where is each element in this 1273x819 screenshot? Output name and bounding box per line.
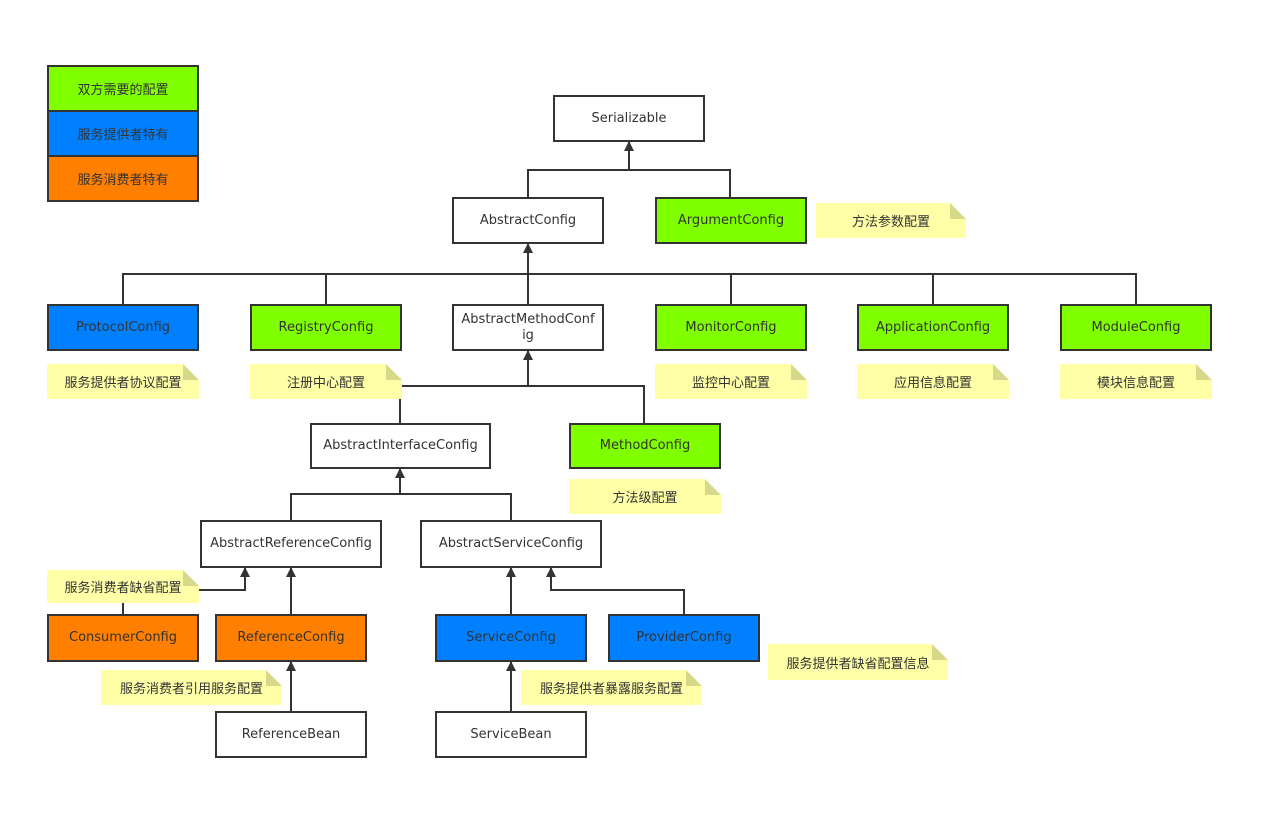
note-fold-icon bbox=[950, 203, 966, 219]
legend-both: 双方需要的配置 bbox=[47, 65, 199, 112]
class-protocol-config[interactable]: ProtocolConfig bbox=[47, 304, 199, 351]
note-fold-icon bbox=[183, 364, 199, 380]
class-abstract-reference-config[interactable]: AbstractReferenceConfig bbox=[200, 520, 382, 568]
note-provider-export: 服务提供者暴露服务配置 bbox=[521, 670, 702, 705]
legend-consumer-label: 服务消费者特有 bbox=[77, 173, 169, 188]
note-fold-icon bbox=[791, 364, 807, 380]
note-application-text: 应用信息配置 bbox=[893, 376, 972, 391]
class-argument-config[interactable]: ArgumentConfig bbox=[655, 197, 807, 244]
note-provider-default: 服务提供者缺省配置信息 bbox=[768, 644, 948, 680]
class-service-bean[interactable]: ServiceBean bbox=[435, 711, 587, 758]
note-module-text: 模块信息配置 bbox=[1096, 376, 1175, 391]
note-protocol: 服务提供者协议配置 bbox=[47, 364, 199, 399]
note-provider-default-text: 服务提供者缺省配置信息 bbox=[786, 656, 930, 672]
class-provider-config[interactable]: ProviderConfig bbox=[608, 614, 760, 662]
class-abstract-service-config[interactable]: AbstractServiceConfig bbox=[420, 520, 602, 568]
class-application-config[interactable]: ApplicationConfig bbox=[857, 304, 1009, 351]
note-fold-icon bbox=[993, 364, 1009, 380]
class-abstract-config[interactable]: AbstractConfig bbox=[452, 197, 604, 244]
note-fold-icon bbox=[932, 644, 948, 660]
note-registry-text: 注册中心配置 bbox=[286, 376, 365, 391]
class-module-config[interactable]: ModuleConfig bbox=[1060, 304, 1212, 351]
class-service-config[interactable]: ServiceConfig bbox=[435, 614, 587, 662]
edge-level2-bus bbox=[122, 273, 1137, 304]
legend-provider-label: 服务提供者特有 bbox=[77, 128, 169, 143]
class-method-config[interactable]: MethodConfig bbox=[569, 423, 721, 469]
note-fold-icon bbox=[1196, 364, 1212, 380]
note-fold-icon bbox=[705, 479, 721, 495]
edge-interface-to-method-config bbox=[399, 385, 528, 423]
note-module: 模块信息配置 bbox=[1060, 364, 1212, 399]
edge-provider-to-abstract-service bbox=[546, 567, 685, 614]
note-argument-text: 方法参数配置 bbox=[851, 215, 930, 230]
class-abstract-method-config[interactable]: AbstractMethodConfig bbox=[452, 304, 604, 351]
note-fold-icon bbox=[183, 570, 199, 586]
edge-ref-service-bus bbox=[290, 493, 512, 520]
edge-abstract-config-to-serializable bbox=[527, 169, 629, 197]
note-consumer-default-text: 服务消费者缺省配置 bbox=[64, 581, 182, 596]
class-reference-bean[interactable]: ReferenceBean bbox=[215, 711, 367, 758]
class-registry-config[interactable]: RegistryConfig bbox=[250, 304, 402, 351]
class-abstract-interface-config[interactable]: AbstractInterfaceConfig bbox=[310, 423, 491, 469]
note-monitor: 监控中心配置 bbox=[655, 364, 807, 399]
note-method-text: 方法级配置 bbox=[612, 491, 678, 506]
note-registry: 注册中心配置 bbox=[250, 364, 402, 399]
note-monitor-text: 监控中心配置 bbox=[691, 376, 770, 391]
note-consumer-default: 服务消费者缺省配置 bbox=[47, 570, 199, 603]
legend-provider: 服务提供者特有 bbox=[47, 110, 199, 157]
legend-consumer: 服务消费者特有 bbox=[47, 155, 199, 202]
note-fold-icon bbox=[386, 364, 402, 380]
note-consumer-reference: 服务消费者引用服务配置 bbox=[101, 670, 282, 705]
note-provider-export-text: 服务提供者暴露服务配置 bbox=[539, 682, 683, 697]
note-method: 方法级配置 bbox=[569, 479, 721, 514]
class-monitor-config[interactable]: MonitorConfig bbox=[655, 304, 807, 351]
note-application: 应用信息配置 bbox=[857, 364, 1009, 399]
edge-method-config-to-abstract-method bbox=[528, 385, 645, 423]
note-fold-icon bbox=[266, 670, 282, 686]
edge-argument-config-to-serializable bbox=[629, 169, 731, 197]
class-consumer-config[interactable]: ConsumerConfig bbox=[47, 614, 199, 662]
class-serializable[interactable]: Serializable bbox=[553, 95, 705, 142]
note-protocol-text: 服务提供者协议配置 bbox=[64, 376, 182, 391]
legend-both-label: 双方需要的配置 bbox=[77, 83, 169, 98]
class-reference-config[interactable]: ReferenceConfig bbox=[215, 614, 367, 662]
note-argument: 方法参数配置 bbox=[816, 203, 966, 238]
note-fold-icon bbox=[686, 670, 702, 686]
note-consumer-reference-text: 服务消费者引用服务配置 bbox=[119, 682, 263, 697]
